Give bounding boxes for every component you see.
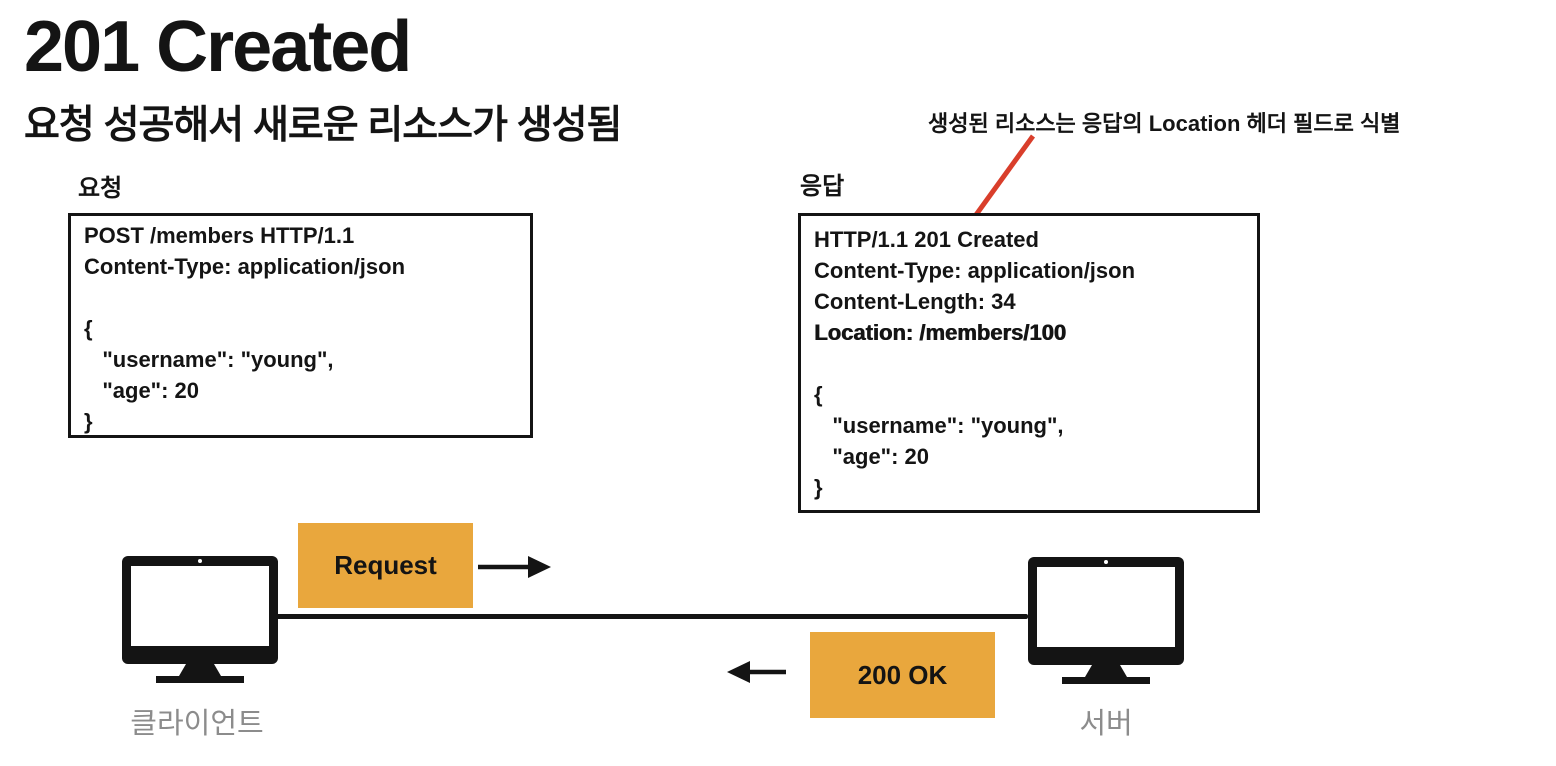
page-subtitle: 요청 성공해서 새로운 리소스가 생성됨 [24,104,622,147]
response-line: Content-Length: 34 [814,289,1016,314]
request-line [84,282,530,313]
request-panel-label: 요청 [78,175,123,202]
request-line: POST /members HTTP/1.1 [84,223,355,248]
response-line: Content-Type: application/json [814,258,1136,283]
response-line: } [814,475,823,500]
request-badge: Request [298,523,473,608]
arrow-right-icon [478,556,551,578]
response-line: HTTP/1.1 201 Created [814,227,1039,252]
request-line: "username": "young", [84,347,334,372]
desktop-monitor-icon [122,556,278,683]
request-line: { [84,316,93,341]
transmission-line [273,614,1028,619]
response-line: { [814,382,823,407]
page-title: 201 Created [24,7,412,87]
request-message-box: POST /members HTTP/1.1 Content-Type: app… [68,213,533,438]
response-line: "username": "young", [814,413,1064,438]
client-label: 클라이언트 [130,708,264,740]
response-line [814,348,1257,379]
request-line: } [84,409,93,434]
desktop-monitor-icon [1028,557,1184,684]
location-annotation: 생성된 리소스는 응답의 Location 헤더 필드로 식별 [928,111,1401,136]
response-panel-label: 응답 [800,173,845,200]
location-header-line: Location: /members/100 [814,320,1066,345]
response-message-box: HTTP/1.1 201 Created Content-Type: appli… [798,213,1260,513]
arrow-left-icon [727,661,786,683]
response-badge: 200 OK [810,632,995,718]
server-label: 서버 [1079,708,1133,740]
request-line: "age": 20 [84,378,200,403]
response-line: "age": 20 [814,444,930,469]
request-line: Content-Type: application/json [84,254,406,279]
